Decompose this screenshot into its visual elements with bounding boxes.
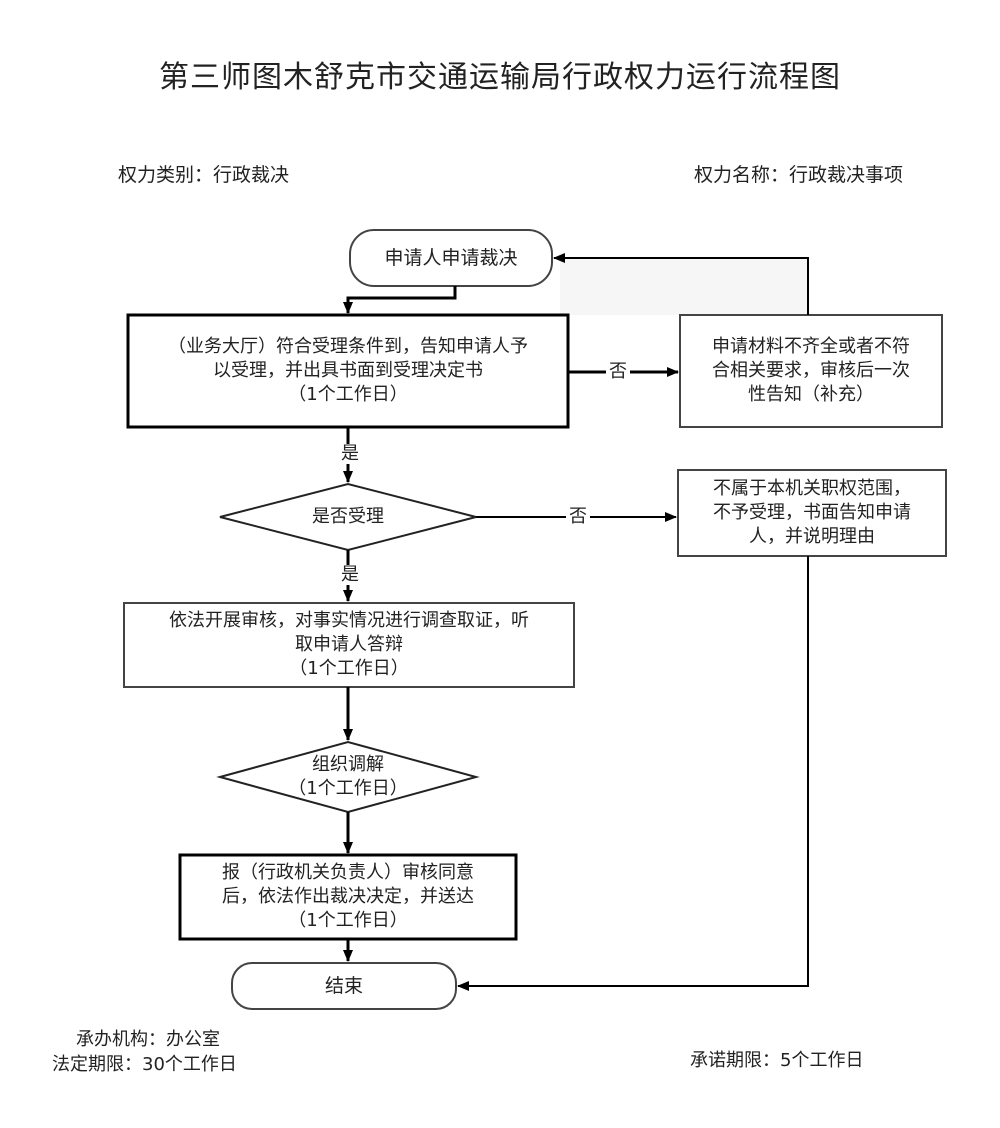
report-shape: [178, 853, 518, 941]
supplement-line-3: 性告知（补充）: [748, 384, 874, 405]
reject-shape: [677, 469, 947, 557]
end-node-shape: [231, 962, 457, 1010]
footer-legal-limit: 法定期限：30个工作日: [52, 1054, 237, 1075]
accept-step-line-1: （业务大厅）符合受理条件到，告知申请人予: [168, 336, 528, 357]
decision-accept-label: 是否受理: [312, 506, 384, 527]
edge-label-yes-2: 是: [338, 565, 362, 585]
report-line-2: 后，依法作出裁决决定，并送达: [222, 886, 474, 907]
accept-step-node: （业务大厅）符合受理条件到，告知申请人予 以受理，并出具书面到受理决定书 （1个…: [128, 315, 568, 427]
mediation-line-1: 组织调解: [312, 754, 384, 775]
report-line-1: 报（行政机关负责人）审核同意: [222, 862, 474, 883]
accept-step-line-3: （1个工作日）: [288, 384, 408, 405]
reject-line-1: 不属于本机关职权范围，: [713, 478, 911, 499]
page-title: 第三师图木舒克市交通运输局行政权力运行流程图: [159, 60, 841, 95]
reject-node: 不属于本机关职权范围， 不予受理，书面告知申请 人，并说明理由: [678, 470, 946, 556]
report-line-3: （1个工作日）: [288, 910, 408, 931]
reject-line-2: 不予受理，书面告知申请: [713, 502, 911, 523]
edge-label-no-1: 否: [606, 362, 630, 382]
supplement-line-1: 申请材料不齐全或者不符: [712, 336, 910, 357]
edge-start-to-accept: [343, 286, 457, 314]
review-shape: [123, 602, 575, 688]
supplement-line-2: 合相关要求，审核后一次: [712, 360, 910, 381]
mediation-node: 组织调解 （1个工作日）: [260, 752, 436, 802]
power-category: 权力类别：行政裁决: [118, 164, 290, 186]
review-line-1: 依法开展审核，对事实情况进行调查取证，听: [169, 610, 529, 631]
mediation-line-2: （1个工作日）: [288, 778, 408, 799]
review-line-2: 取申请人答辩: [295, 634, 403, 655]
edge-label-yes-1: 是: [338, 444, 362, 464]
edge-reject-to-end: [457, 556, 809, 991]
review-line-3: （1个工作日）: [289, 658, 409, 679]
end-node-label: 结束: [324, 975, 363, 997]
start-node-label: 申请人申请裁决: [384, 247, 518, 269]
power-name: 权力名称：行政裁决事项: [694, 164, 904, 186]
edge-supplement-to-start: [553, 253, 809, 315]
reject-line-3: 人，并说明理由: [749, 526, 875, 547]
supplement-node: 申请材料不齐全或者不符 合相关要求，审核后一次 性告知（补充）: [680, 315, 942, 427]
footer-org: 承办机构：办公室: [76, 1029, 220, 1050]
start-node-shape: [349, 229, 553, 287]
accept-step-line-2: 以受理，并出具书面到受理决定书: [213, 360, 483, 381]
return-region-fill: [560, 258, 808, 315]
edge-label-no-2: 否: [566, 507, 590, 527]
start-node: 申请人申请裁决: [350, 230, 552, 286]
supplement-shape: [679, 314, 943, 428]
end-node: 结束: [232, 963, 456, 1009]
report-node: 报（行政机关负责人）审核同意 后，依法作出裁决决定，并送达 （1个工作日）: [180, 855, 516, 939]
review-node: 依法开展审核，对事实情况进行调查取证，听 取申请人答辩 （1个工作日）: [124, 603, 574, 687]
footer-promise-limit: 承诺期限：5个工作日: [690, 1050, 864, 1071]
mediation-shape: [216, 740, 480, 814]
decision-accept-node: 是否受理: [260, 500, 436, 534]
